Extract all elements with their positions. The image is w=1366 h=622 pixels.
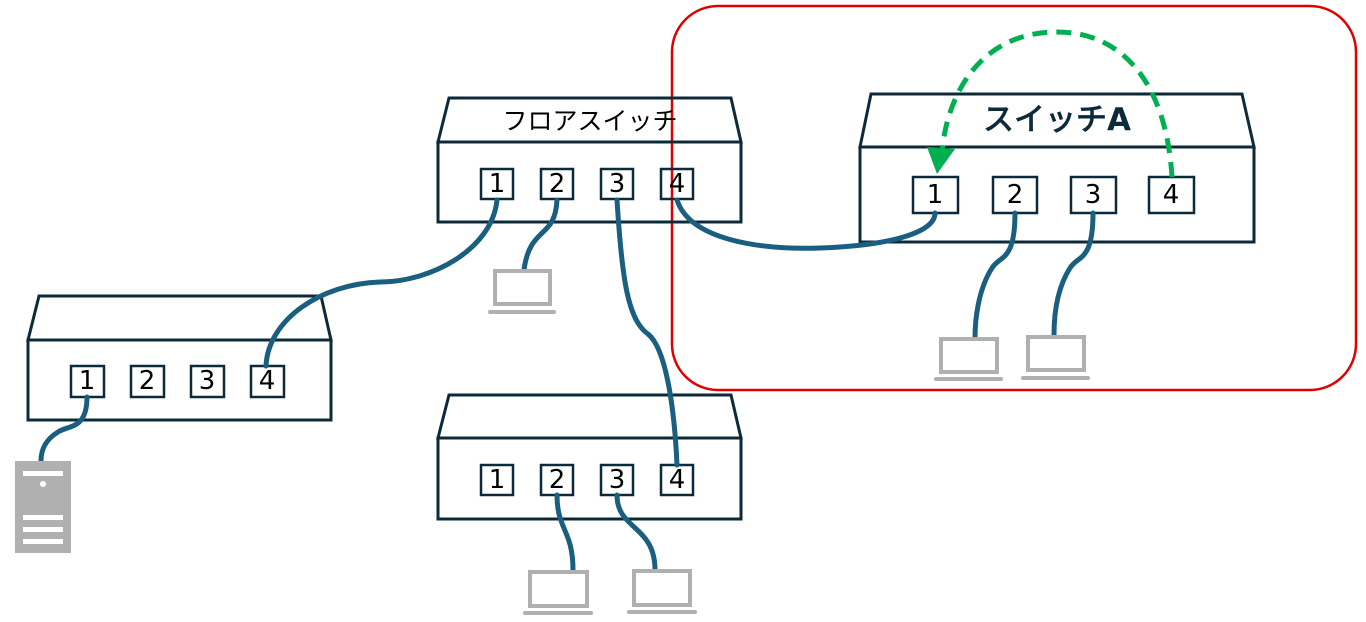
svg-text:4: 4: [669, 169, 686, 199]
cable-switcha2-laptop: [972, 210, 1018, 341]
bottom-switch-port-1: 1: [479, 463, 515, 497]
floor-switch-port-2: 2: [539, 167, 575, 201]
cable-left1-server: [38, 394, 90, 464]
cable-bottom3-laptop: [614, 492, 658, 573]
bottom-switch-port-3: 3: [599, 463, 635, 497]
laptop-icon: [523, 570, 593, 615]
floor-switch-label: フロアスイッチ: [502, 107, 677, 136]
floor-switch-port-3: 3: [599, 167, 635, 201]
left-switch: 1 2 3 4: [26, 294, 333, 422]
svg-text:3: 3: [609, 465, 626, 495]
svg-text:3: 3: [199, 366, 216, 396]
arrowhead-icon: [927, 147, 955, 174]
svg-text:4: 4: [669, 465, 686, 495]
switch-a-port-4: 4: [1147, 175, 1196, 215]
bottom-switch-port-4: 4: [659, 463, 695, 497]
loop-arrow: [927, 29, 1175, 178]
laptop-icon: [934, 337, 1003, 381]
left-switch-port-2: 2: [129, 364, 166, 399]
laptop-icon: [488, 269, 556, 314]
svg-text:1: 1: [79, 366, 96, 396]
bottom-switch-port-2: 2: [539, 463, 575, 497]
cable-floor4-switcha1: [674, 197, 938, 251]
server-icon: [15, 461, 71, 553]
cable-bottom2-laptop: [554, 492, 576, 573]
switch-a-port-1: 1: [911, 175, 960, 215]
cable-switcha3-laptop: [1051, 210, 1096, 338]
svg-text:3: 3: [609, 169, 626, 199]
switch-a: スイッチA 1 2 3 4: [858, 92, 1256, 244]
svg-text:1: 1: [927, 180, 944, 210]
left-switch-port-4: 4: [249, 364, 286, 399]
laptop-icon: [627, 569, 697, 614]
left-switch-port-3: 3: [189, 364, 226, 399]
laptop-icon: [1021, 335, 1090, 380]
switch-a-port-2: 2: [991, 175, 1039, 215]
svg-text:4: 4: [1163, 180, 1180, 210]
switch-a-port-3: 3: [1069, 175, 1118, 215]
svg-text:1: 1: [489, 169, 506, 199]
svg-text:3: 3: [1085, 180, 1102, 210]
svg-text:2: 2: [549, 169, 566, 199]
floor-switch-port-1: 1: [479, 167, 515, 201]
left-switch-port-1: 1: [69, 364, 106, 399]
svg-text:2: 2: [549, 465, 566, 495]
svg-text:2: 2: [139, 366, 156, 396]
cable-floor1-left4: [263, 197, 500, 369]
svg-text:2: 2: [1007, 180, 1024, 210]
cable-floor3-bottom4: [614, 197, 680, 468]
bottom-switch: 1 2 3 4: [436, 393, 743, 521]
floor-switch: フロアスイッチ 1 2 3 4: [436, 96, 743, 224]
svg-text:4: 4: [259, 366, 276, 396]
svg-text:1: 1: [489, 465, 506, 495]
cable-floor2-laptop: [521, 197, 560, 273]
floor-switch-port-4: 4: [659, 167, 695, 201]
switch-a-label: スイッチA: [983, 102, 1131, 138]
